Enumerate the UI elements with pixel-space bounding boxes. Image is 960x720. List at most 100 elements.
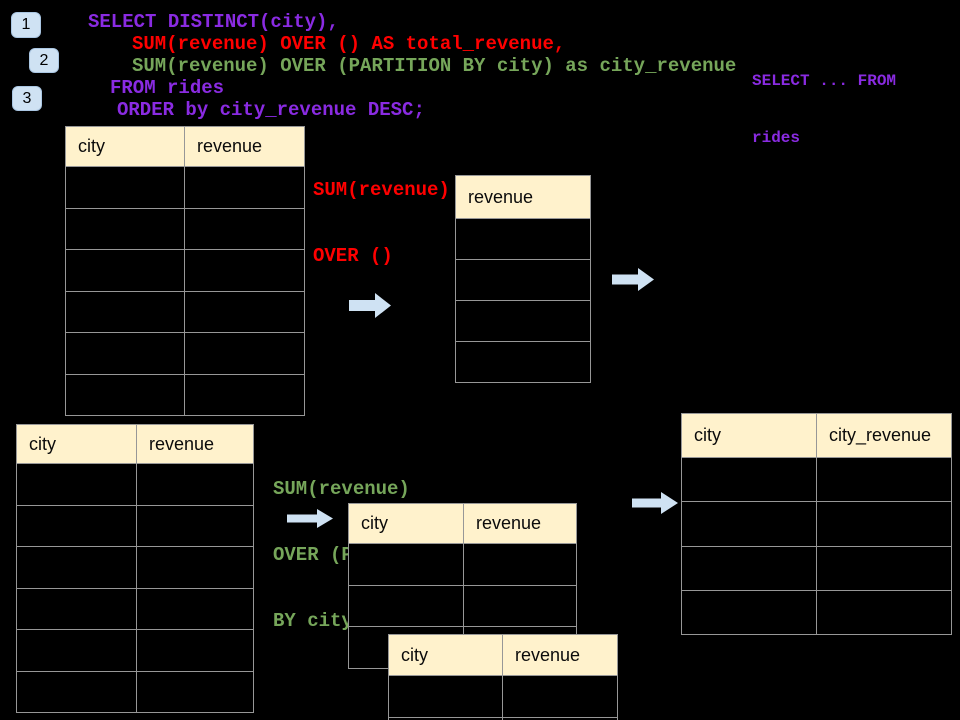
table-final-result: city city_revenue xyxy=(681,413,952,635)
table-row xyxy=(682,502,952,547)
table-row xyxy=(456,342,591,383)
side-note-line-2: rides xyxy=(752,129,801,147)
table-partition-result-overlay: city revenue xyxy=(388,634,618,720)
table-source-bottom: city revenue xyxy=(16,424,254,713)
table-cell xyxy=(185,208,305,250)
sql-line-order-by: ORDER by city_revenue DESC; xyxy=(117,99,425,121)
table-row xyxy=(389,717,618,720)
column-header-revenue: revenue xyxy=(185,127,305,167)
table-row xyxy=(456,219,591,260)
table-cell xyxy=(137,505,254,547)
table-cell xyxy=(456,301,591,342)
table-header-row: city revenue xyxy=(349,504,577,544)
table-body xyxy=(682,458,952,635)
table-row xyxy=(66,291,305,333)
table-header-row: city revenue xyxy=(389,635,618,676)
table-cell xyxy=(389,717,503,720)
table-cell xyxy=(137,630,254,672)
table-cell xyxy=(464,585,577,628)
table-cell xyxy=(17,671,137,713)
table-body xyxy=(389,676,618,720)
table-row xyxy=(66,167,305,209)
table-cell xyxy=(66,333,185,375)
table-cell xyxy=(456,342,591,383)
column-header-city: city xyxy=(682,414,817,458)
table-cell xyxy=(66,291,185,333)
table-row xyxy=(682,546,952,591)
table-row xyxy=(66,250,305,292)
table-cell xyxy=(682,546,817,591)
table-row xyxy=(682,590,952,635)
table-cell xyxy=(503,676,618,718)
label-line: SUM(revenue) xyxy=(273,478,410,500)
column-header-city: city xyxy=(349,504,464,544)
table-row xyxy=(17,547,254,589)
table-cell xyxy=(185,374,305,416)
table-cell xyxy=(456,260,591,301)
table-body xyxy=(17,464,254,713)
side-note: SELECT ... FROM rides xyxy=(752,34,896,186)
table-total-result: revenue xyxy=(455,175,591,383)
label-line: OVER () xyxy=(313,245,393,267)
table-cell xyxy=(682,502,817,547)
step-badge-3: 3 xyxy=(12,86,42,111)
table-cell xyxy=(349,585,464,628)
table-row xyxy=(682,458,952,503)
table-row xyxy=(456,301,591,342)
table-cell xyxy=(66,167,185,209)
table-cell xyxy=(137,464,254,506)
step-badge-2: 2 xyxy=(29,48,59,73)
table-row xyxy=(389,676,618,718)
table-cell xyxy=(17,464,137,506)
sql-line-from: FROM rides xyxy=(110,77,225,99)
table-cell xyxy=(17,588,137,630)
column-header-city-revenue: city_revenue xyxy=(817,414,952,458)
table-row xyxy=(17,671,254,713)
flow-arrow-icon xyxy=(612,268,654,291)
total-revenue-label: SUM(revenue) OVER () xyxy=(313,135,450,311)
side-note-line-1: SELECT ... FROM xyxy=(752,72,897,90)
table-source-top: city revenue xyxy=(65,126,305,416)
table-row xyxy=(349,544,577,586)
table-row xyxy=(66,208,305,250)
table-body xyxy=(66,167,305,416)
table-cell xyxy=(682,590,817,635)
table-cell xyxy=(66,208,185,250)
table-cell xyxy=(185,291,305,333)
table-cell xyxy=(137,671,254,713)
table-cell xyxy=(185,250,305,292)
table-row xyxy=(66,333,305,375)
table-cell xyxy=(682,458,817,503)
table-row xyxy=(17,630,254,672)
sql-line-select: SELECT DISTINCT(city), xyxy=(88,11,339,33)
table-cell xyxy=(17,630,137,672)
table-cell xyxy=(17,547,137,589)
table-cell xyxy=(185,333,305,375)
table-row xyxy=(17,464,254,506)
step-badge-1: 1 xyxy=(11,12,41,38)
flow-arrow-icon xyxy=(632,492,678,514)
table-cell xyxy=(389,676,503,718)
column-header-city: city xyxy=(17,425,137,464)
table-cell xyxy=(817,590,952,635)
table-header-row: revenue xyxy=(456,176,591,219)
column-header-city: city xyxy=(66,127,185,167)
sql-line-total-revenue: SUM(revenue) OVER () AS total_revenue, xyxy=(132,33,566,55)
table-cell xyxy=(817,458,952,503)
column-header-revenue: revenue xyxy=(503,635,618,676)
table-row xyxy=(349,585,577,628)
table-cell xyxy=(66,250,185,292)
table-row xyxy=(17,505,254,547)
label-line: SUM(revenue) xyxy=(313,179,450,201)
table-cell xyxy=(137,588,254,630)
flow-arrow-icon xyxy=(287,509,333,528)
table-header-row: city revenue xyxy=(17,425,254,464)
table-cell xyxy=(137,547,254,589)
column-header-revenue: revenue xyxy=(137,425,254,464)
table-cell xyxy=(349,544,464,586)
table-row xyxy=(17,588,254,630)
column-header-revenue: revenue xyxy=(456,176,591,219)
table-cell xyxy=(66,374,185,416)
table-cell xyxy=(185,167,305,209)
